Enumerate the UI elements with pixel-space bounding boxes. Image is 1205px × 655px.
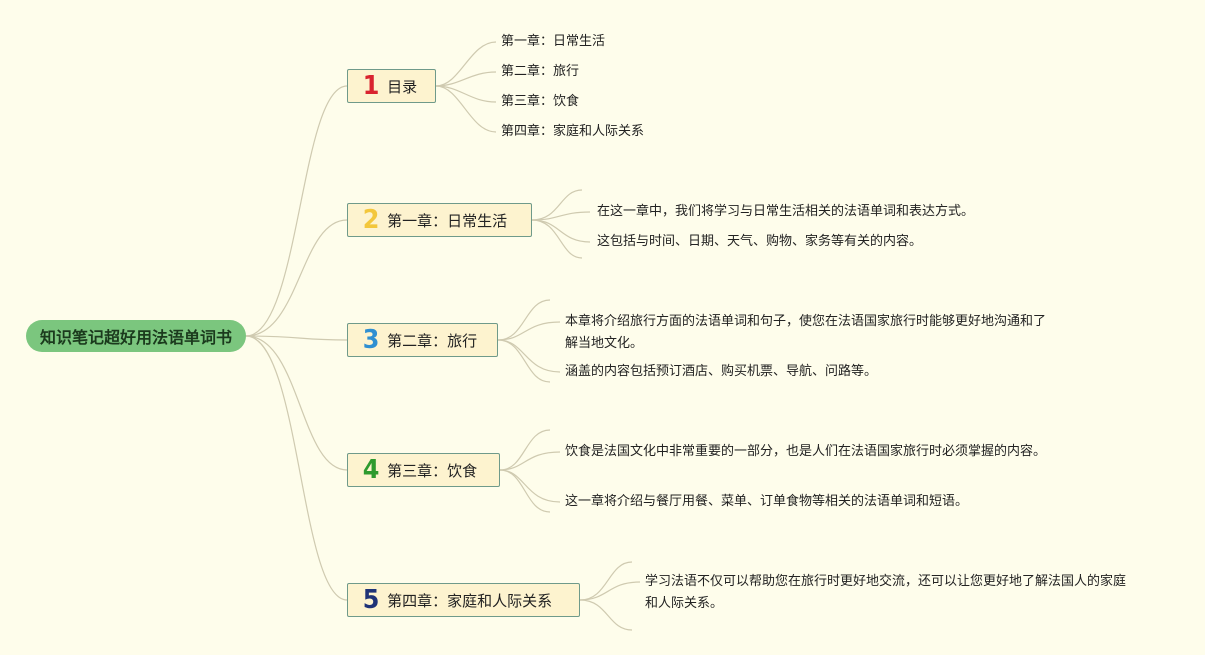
- topic-label: 第四章：家庭和人际关系: [387, 591, 553, 610]
- topic-4[interactable]: 4 第三章：饮食: [347, 453, 500, 487]
- topic-label: 第二章：旅行: [387, 331, 478, 350]
- leaf-3-1[interactable]: 本章将介绍旅行方面的法语单词和句子，使您在法语国家旅行时能够更好地沟通和了解当地…: [565, 314, 1047, 351]
- leaf-3-2[interactable]: 涵盖的内容包括预订酒店、购买机票、导航、问路等。: [565, 364, 878, 379]
- topic-1[interactable]: 1 目录: [347, 69, 436, 103]
- number-1-icon: 1: [362, 71, 380, 101]
- leaf-2-1[interactable]: 在这一章中，我们将学习与日常生活相关的法语单词和表达方式。: [597, 204, 975, 219]
- topic-5[interactable]: 5 第四章：家庭和人际关系: [347, 583, 580, 617]
- topic-3[interactable]: 3 第二章：旅行: [347, 323, 498, 357]
- leaf-2-2[interactable]: 这包括与时间、日期、天气、购物、家务等有关的内容。: [597, 234, 923, 249]
- central-topic[interactable]: 知识笔记超好用法语单词书: [26, 320, 246, 352]
- number-5-icon: 5: [362, 585, 380, 615]
- leaf-1-4[interactable]: 第四章：家庭和人际关系: [501, 124, 645, 139]
- topic-label: 第一章：日常生活: [387, 211, 508, 230]
- leaf-1-2[interactable]: 第二章：旅行: [501, 64, 580, 79]
- number-2-icon: 2: [362, 205, 380, 235]
- number-3-icon: 3: [362, 325, 380, 355]
- topic-label: 第三章：饮食: [387, 461, 478, 480]
- leaf-1-3[interactable]: 第三章：饮食: [501, 94, 580, 109]
- number-4-icon: 4: [362, 455, 380, 485]
- leaf-1-1[interactable]: 第一章：日常生活: [501, 34, 606, 49]
- leaf-5-1[interactable]: 学习法语不仅可以帮助您在旅行时更好地交流，还可以让您更好地了解法国人的家庭和人际…: [645, 574, 1127, 611]
- topic-label: 目录: [387, 77, 418, 96]
- leaf-4-2[interactable]: 这一章将介绍与餐厅用餐、菜单、订单食物等相关的法语单词和短语。: [565, 494, 969, 509]
- topic-2[interactable]: 2 第一章：日常生活: [347, 203, 532, 237]
- leaf-4-1[interactable]: 饮食是法国文化中非常重要的一部分，也是人们在法语国家旅行时必须掌握的内容。: [565, 444, 1047, 459]
